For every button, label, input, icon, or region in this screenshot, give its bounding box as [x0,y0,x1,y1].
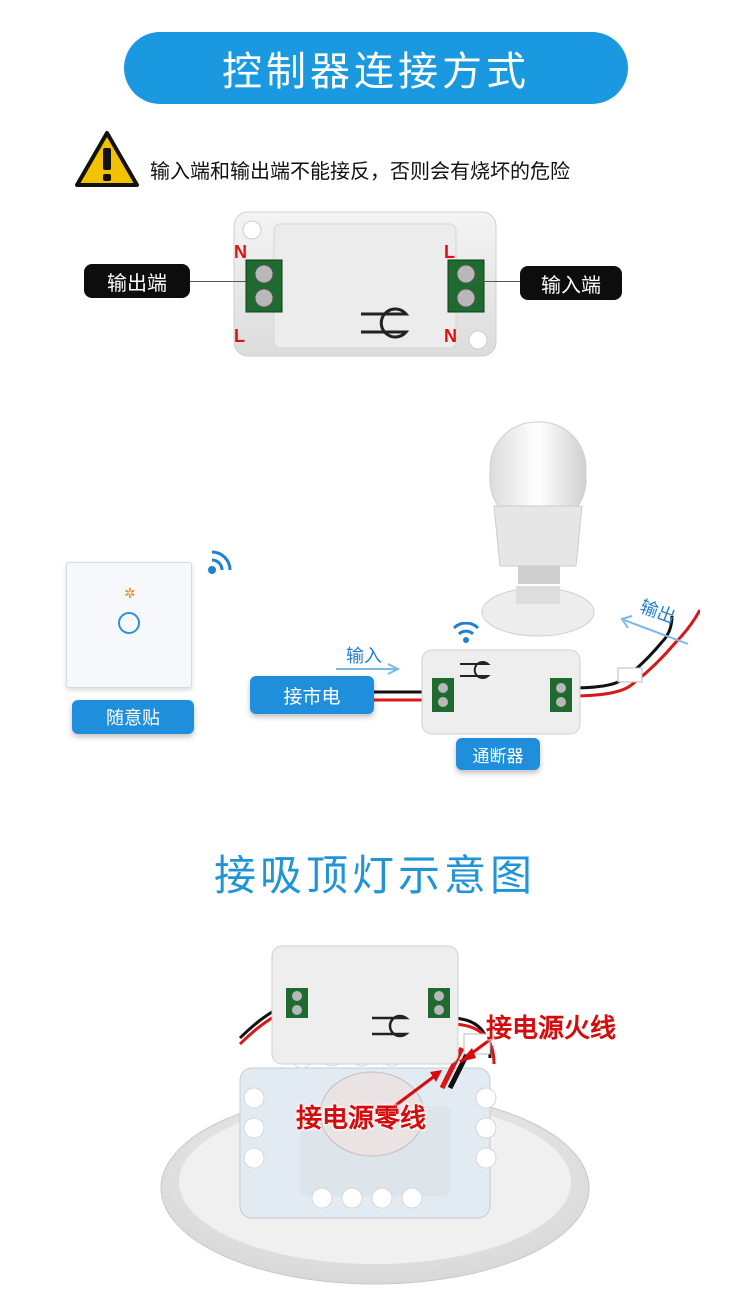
input-arrow-label: 输入 [346,646,382,667]
page-title: 控制器连接方式 [124,32,628,104]
warning-icon [75,131,139,187]
neutral-wire-label: 接电源零线 [296,1104,427,1134]
output-leader-line [190,281,246,282]
output-arrow-icon [620,615,689,645]
terminal-block-icon [245,259,283,313]
mains-label: 接市电 [250,676,374,714]
wifi-icon [208,550,232,574]
panel-label: 随意贴 [72,700,194,734]
ceiling-title: 接吸顶灯示意图 [213,851,536,900]
bulb-icon [481,421,595,637]
input-leader-line [474,281,520,282]
touch-button-icon[interactable] [118,612,140,634]
indicator-icon: ✲ [124,586,136,602]
controller-module [233,211,497,357]
switch-label: 通断器 [456,738,540,770]
live-wire-label: 接电源火线 [486,1014,617,1044]
terminal-right-top: L [444,242,455,262]
ceiling-lamp [160,945,590,1285]
output-label: 输出端 [84,264,190,298]
wifi-icon [452,622,480,643]
wires [374,609,700,702]
input-arrow-icon [336,663,401,675]
terminal-left-top: N [234,242,247,262]
terminal-right-bottom: N [444,326,457,346]
terminal-left-bottom: L [234,326,245,346]
terminal-block-icon [447,259,485,313]
warning-text: 输入端和输出端不能接反，否则会有烧坏的危险 [150,159,570,183]
input-label: 输入端 [520,266,622,300]
switch-module [421,649,581,735]
